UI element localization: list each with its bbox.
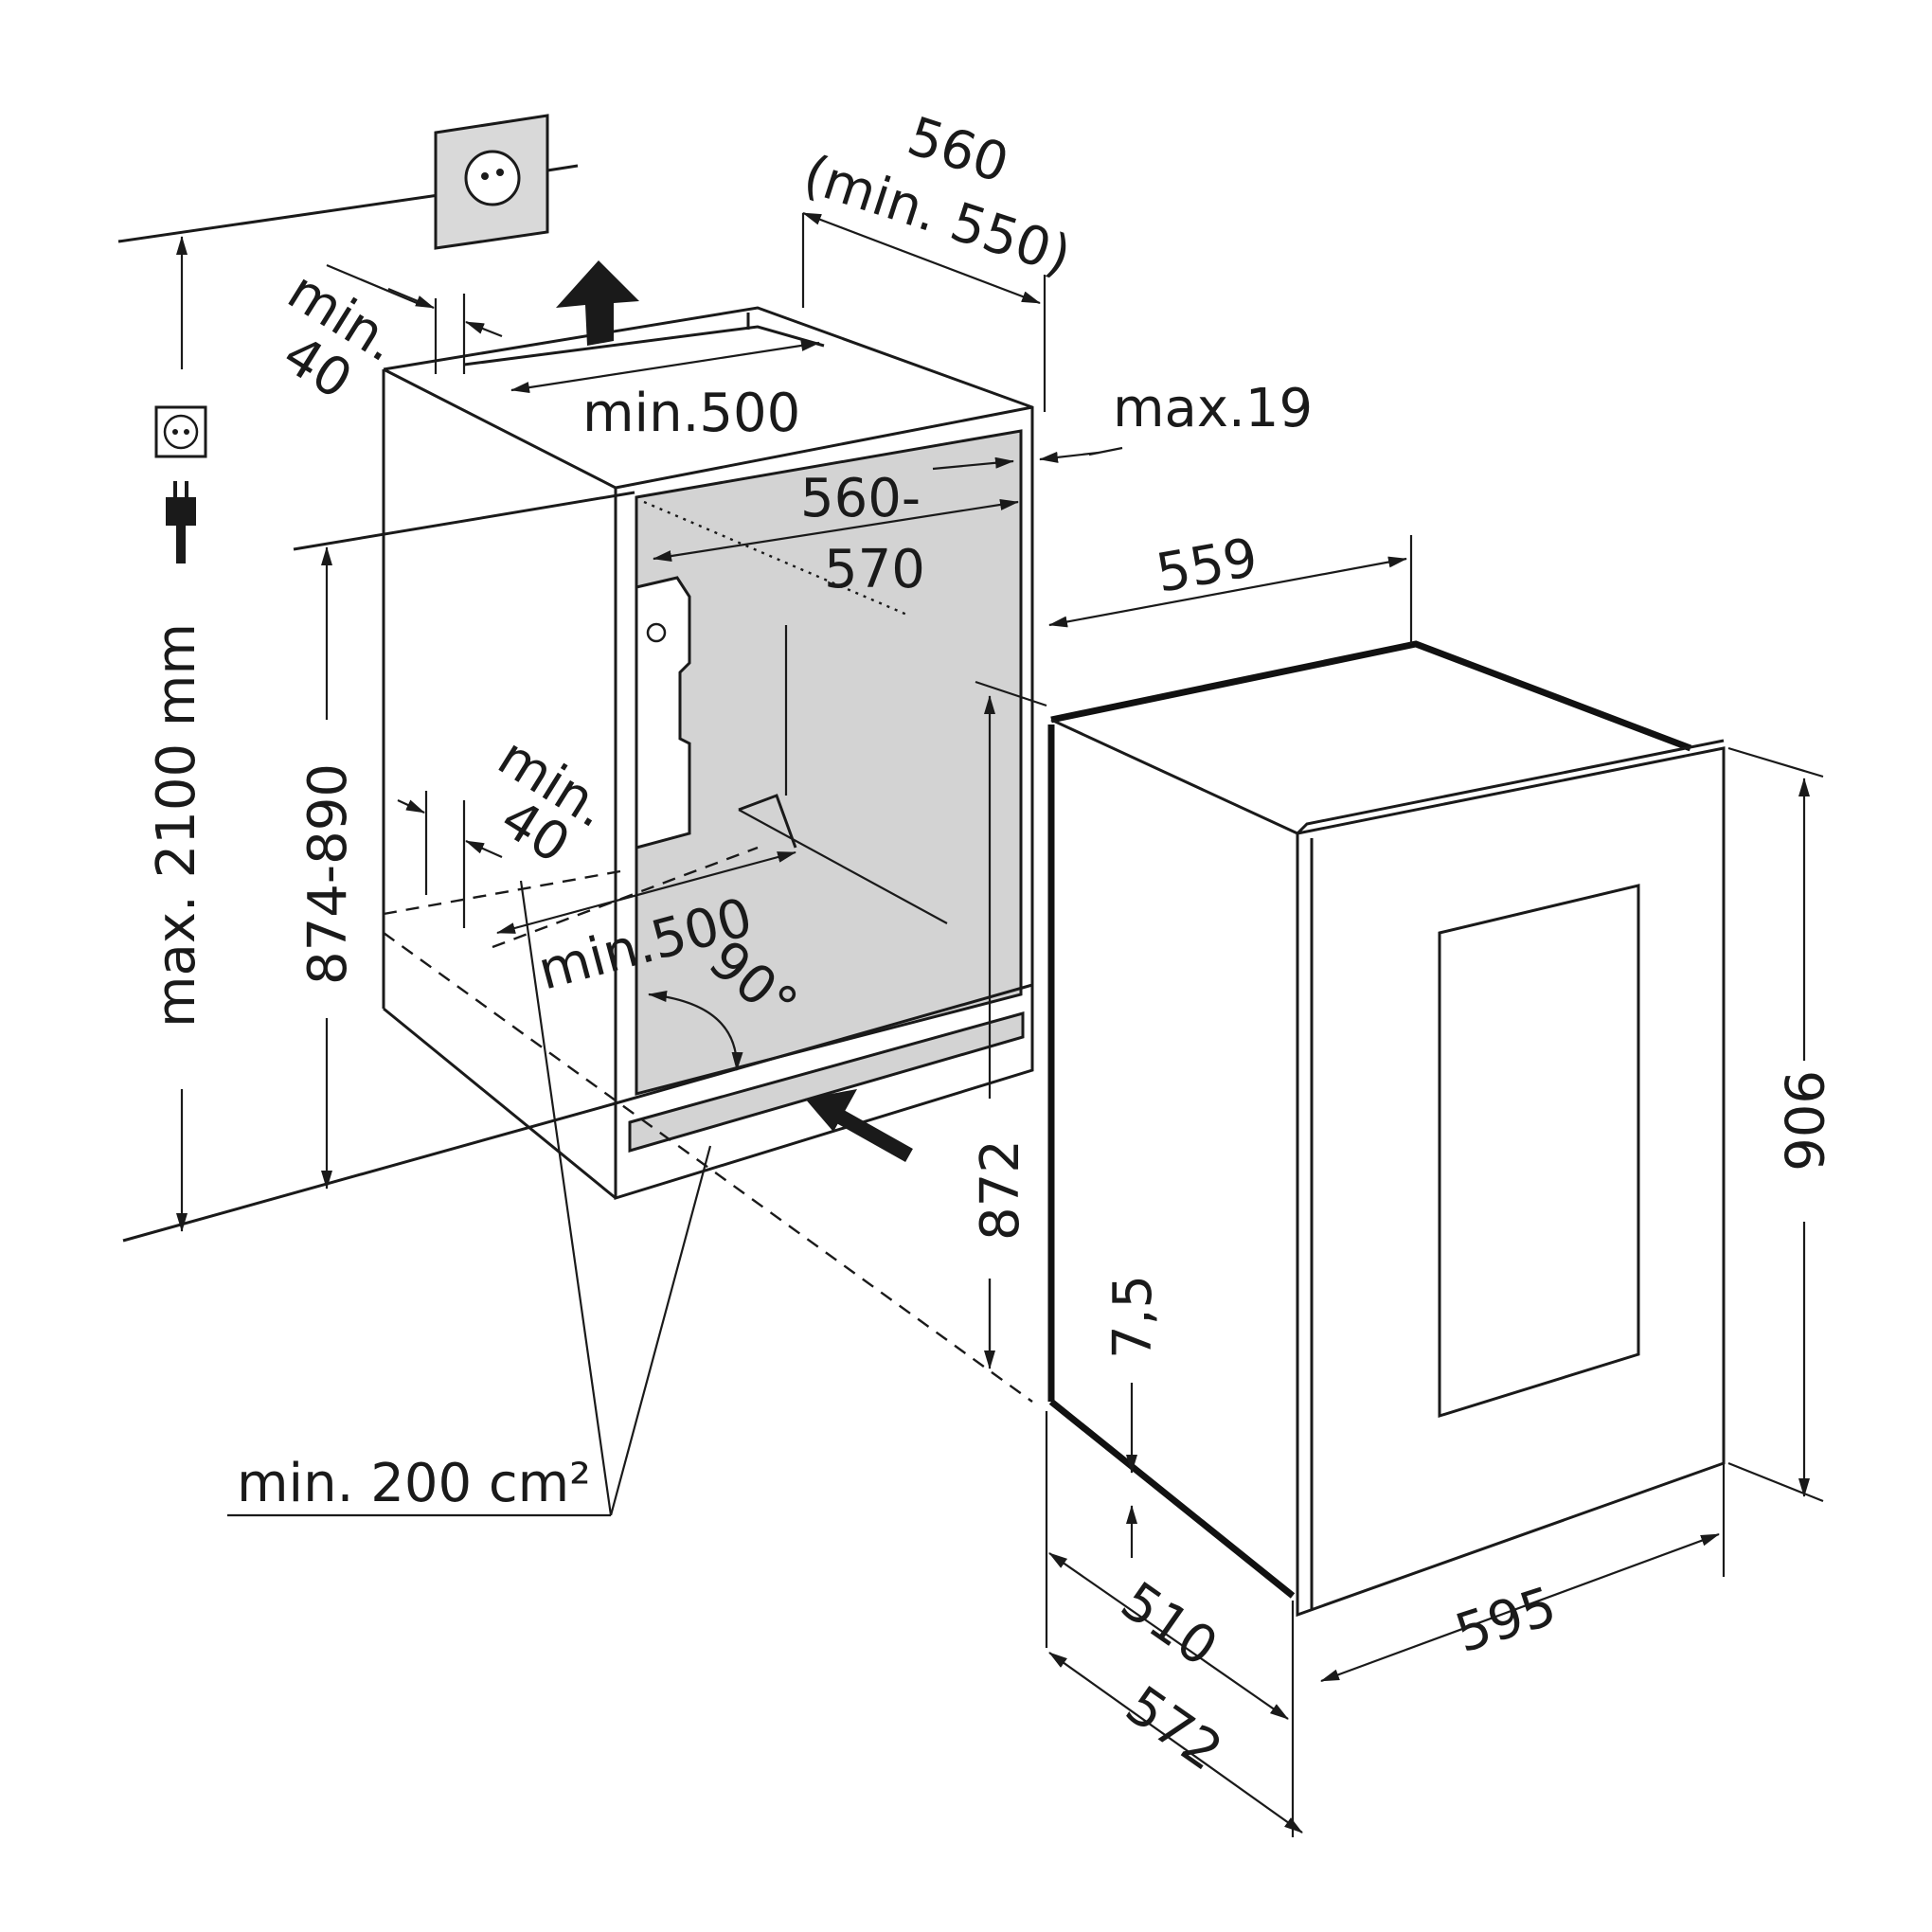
- label-vent-area: min. 200 cm²: [237, 1453, 591, 1514]
- plinth-vent: [628, 1011, 1025, 1153]
- dim-door-height: 872: [970, 680, 1047, 1369]
- label-front-width: 595: [1448, 1575, 1564, 1665]
- label-max-socket-height: max. 2100 mm: [146, 623, 207, 1028]
- dim-max-panel: max.19: [932, 378, 1313, 471]
- dim-bottom-gap: min. 40: [397, 726, 619, 928]
- label-appliance-top-width: 559: [1152, 527, 1262, 605]
- dim-depth-510: 510: [1045, 1411, 1295, 1837]
- door-window: [1438, 884, 1640, 1419]
- label-inner-width-b: 570: [824, 539, 925, 600]
- socket-icon: [154, 405, 207, 458]
- dim-top-gap: min. 40: [273, 260, 503, 412]
- label-depth-572: 572: [1115, 1674, 1233, 1783]
- wall-socket-icon: [434, 114, 579, 250]
- appliance-cabinet: [1047, 640, 1726, 1618]
- dim-top-vent-depth: min.500: [510, 339, 820, 444]
- label-max-panel: max.19: [1113, 378, 1313, 439]
- hinge-bracket: [635, 576, 691, 850]
- airflow-arrow-icon: [805, 1089, 913, 1162]
- niche-interior: [635, 429, 1023, 1096]
- label-plinth-offset: 7,5: [1102, 1275, 1164, 1359]
- label-door-height: 872: [970, 1139, 1031, 1241]
- dim-appliance-height: 906: [1727, 746, 1834, 1503]
- dim-niche-width: 560 (min. 550): [796, 105, 1078, 412]
- dim-depth-572: 572: [1048, 1652, 1303, 1834]
- label-niche-height: 874-890: [297, 763, 359, 985]
- label-inner-width-a: 560-: [800, 468, 921, 529]
- dim-vent-area: min. 200 cm²: [227, 880, 712, 1517]
- dim-appliance-top-width: 559: [1048, 527, 1413, 644]
- plug-icon: [166, 481, 196, 564]
- dim-max-socket-height: max. 2100 mm: [146, 236, 207, 1232]
- dim-inner-width: 560- 570: [653, 468, 1019, 600]
- dim-plinth-offset: 7,5: [1102, 1275, 1164, 1558]
- airflow-arrow-icon: [556, 260, 639, 346]
- label-appliance-height: 906: [1772, 1070, 1834, 1172]
- label-depth-510: 510: [1110, 1570, 1228, 1679]
- label-top-vent-depth: min.500: [582, 383, 800, 444]
- dim-niche-height: 874-890: [297, 546, 359, 1190]
